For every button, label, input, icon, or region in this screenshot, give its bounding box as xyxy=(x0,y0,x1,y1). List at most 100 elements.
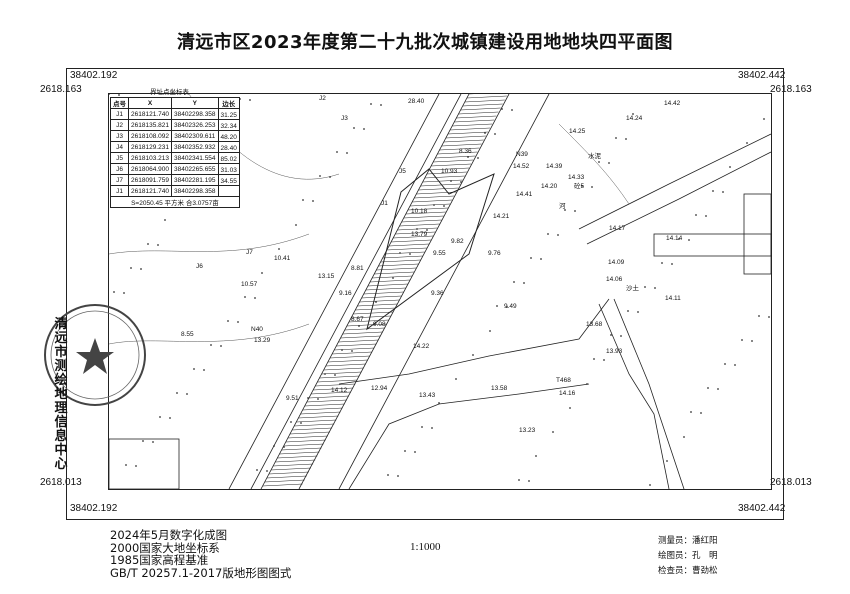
elevation-point xyxy=(336,151,338,153)
elevation-point xyxy=(123,292,125,294)
map-area: 8.3610.18J1J2J3J4J528.4010.93N3914.5214.… xyxy=(108,93,772,490)
elevation-point xyxy=(649,484,651,486)
map-label: 10.41 xyxy=(274,255,291,262)
elevation-point xyxy=(278,248,280,250)
elevation-point xyxy=(159,416,161,418)
elevation-point xyxy=(147,243,149,245)
map-label: 14.33 xyxy=(568,174,585,181)
elevation-point xyxy=(610,334,612,336)
stamp-char: 息 xyxy=(54,429,68,444)
corner-top-right-x: 2618.163 xyxy=(770,84,812,95)
elevation-point xyxy=(135,465,137,467)
elevation-point xyxy=(273,445,275,447)
elevation-point xyxy=(404,450,406,452)
map-label: 14.17 xyxy=(609,225,626,232)
cell-length: 32.34 xyxy=(217,119,240,131)
elevation-point xyxy=(300,422,302,424)
road-band xyxy=(228,94,550,489)
elevation-point xyxy=(329,176,331,178)
elevation-point xyxy=(707,387,709,389)
elevation-point xyxy=(722,191,724,193)
map-label: 14.25 xyxy=(569,128,586,135)
map-label: 14.14 xyxy=(666,235,683,242)
elevation-point xyxy=(700,412,702,414)
elevation-point xyxy=(741,339,743,341)
elevation-point xyxy=(751,340,753,342)
map-label: 14.42 xyxy=(664,100,681,107)
cell-x: 2618108.092 xyxy=(128,130,172,142)
footer-line: 2024年5月数字化成图 xyxy=(110,528,228,542)
map-label: N40 xyxy=(251,326,263,333)
col-header: 边长 xyxy=(217,97,240,109)
elevation-point xyxy=(220,345,222,347)
cell-pt: J6 xyxy=(110,163,129,175)
cell-pt: J1 xyxy=(110,108,129,120)
elevation-point xyxy=(414,451,416,453)
col-header: X xyxy=(128,97,172,109)
elevation-point xyxy=(523,282,525,284)
map-label: 13.68 xyxy=(586,321,603,328)
elevation-point xyxy=(450,180,452,182)
cell-y: 38402326.253 xyxy=(170,119,219,131)
elevation-point xyxy=(768,316,770,318)
elevation-point xyxy=(302,199,304,201)
cell-length: 28.40 xyxy=(217,141,240,153)
area-summary: S=2050.45 平方米 合3.0757亩 xyxy=(110,196,240,208)
footer-line: 1985国家高程基准 xyxy=(110,553,209,567)
elevation-point xyxy=(307,397,309,399)
cell-pt: J1 xyxy=(110,185,129,197)
elevation-point xyxy=(569,407,571,409)
map-label: 14.09 xyxy=(608,259,625,266)
elevation-point xyxy=(484,132,486,134)
elevation-point xyxy=(591,186,593,188)
staff-list: 测量员：潘红阳 绘图员：孔 明 检查员：曹劲松 xyxy=(658,534,718,579)
stamp-char: 心 xyxy=(54,457,68,472)
elevation-point xyxy=(472,354,474,356)
stamp-char: 理 xyxy=(54,401,68,416)
corner-bottom-left-x: 2618.013 xyxy=(40,477,82,488)
elevation-point xyxy=(598,161,600,163)
map-label: 9.51 xyxy=(286,395,299,402)
elevation-point xyxy=(496,305,498,307)
map-label: 水泥 xyxy=(588,151,602,160)
map-label: 河 xyxy=(559,202,566,210)
map-label: 13.93 xyxy=(606,348,623,355)
elevation-point xyxy=(317,398,319,400)
elevation-point xyxy=(295,224,297,226)
map-label: 13.79 xyxy=(411,231,428,238)
cell-x: 2618129.231 xyxy=(128,141,172,153)
elevation-point xyxy=(717,388,719,390)
map-label: 砼5 xyxy=(574,181,585,190)
elevation-point xyxy=(254,297,256,299)
stamp-char: 测 xyxy=(54,359,68,374)
cell-length: 34.55 xyxy=(217,174,240,186)
elevation-point xyxy=(210,344,212,346)
footer-line: GB/T 20257.1-2017版地形图图式 xyxy=(110,565,292,580)
elevation-point xyxy=(586,383,588,385)
elevation-point xyxy=(705,215,707,217)
corner-bottom-left-y: 38402.192 xyxy=(70,503,118,514)
cell-length: 31.25 xyxy=(217,108,240,120)
elevation-point xyxy=(564,209,566,211)
elevation-point xyxy=(186,393,188,395)
elevation-point xyxy=(688,239,690,241)
map-label: J2 xyxy=(319,95,326,102)
elevation-point xyxy=(431,427,433,429)
elevation-point xyxy=(695,214,697,216)
map-label: 9.82 xyxy=(451,238,464,245)
elevation-point xyxy=(358,325,360,327)
elevation-point xyxy=(130,267,132,269)
cell-pt: J4 xyxy=(110,141,129,153)
elevation-point xyxy=(140,268,142,270)
map-label: 14.11 xyxy=(665,295,681,302)
elevation-point xyxy=(552,431,554,433)
elevation-point xyxy=(593,358,595,360)
stamp-text: 清远市测绘地理信息中心 xyxy=(52,318,70,472)
stamp-char: 绘 xyxy=(54,373,68,388)
map-label: 14.21 xyxy=(493,213,510,220)
elevation-point xyxy=(683,436,685,438)
elevation-point xyxy=(547,233,549,235)
